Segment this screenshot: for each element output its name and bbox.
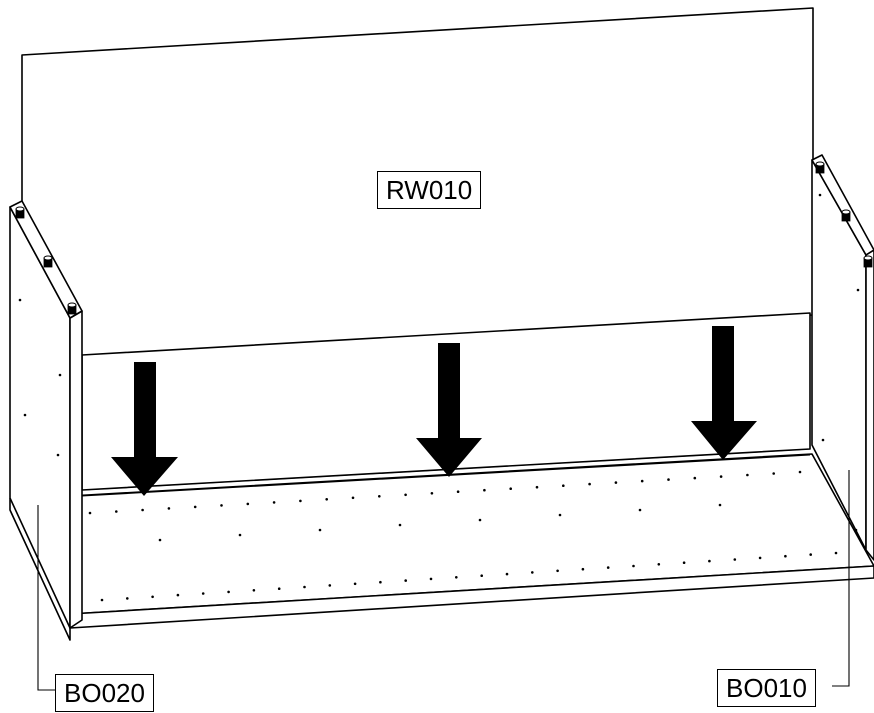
hole-dot xyxy=(23,413,27,417)
peg-icon xyxy=(67,302,77,315)
hole-dot xyxy=(480,574,484,577)
hole-dot xyxy=(238,533,242,537)
hole-dot xyxy=(834,551,838,555)
hole-dot xyxy=(100,598,104,602)
leader-lines xyxy=(37,470,850,691)
arrow-left xyxy=(111,362,178,496)
bottom-panel xyxy=(69,448,874,629)
hole-dot xyxy=(277,587,281,590)
right-side-panel xyxy=(811,154,874,561)
hole-dot xyxy=(758,556,762,560)
hole-dot xyxy=(325,498,329,501)
hole-dot xyxy=(682,561,686,564)
hole-dot xyxy=(404,579,408,582)
hole-dot xyxy=(535,485,539,489)
hole-dot xyxy=(667,478,670,481)
hole-dot xyxy=(632,564,635,568)
hole-dot xyxy=(821,438,825,442)
peg-icon xyxy=(863,255,873,268)
hole-dot xyxy=(18,298,22,302)
hole-dot xyxy=(719,475,723,478)
hole-dot xyxy=(581,567,585,571)
hole-dot xyxy=(115,510,118,513)
hole-dot xyxy=(353,582,357,586)
hole-dot xyxy=(558,513,562,517)
hole-dot xyxy=(56,453,60,457)
peg-icon xyxy=(43,255,53,268)
hole-dot xyxy=(201,592,205,595)
hole-dot xyxy=(299,499,302,503)
hole-dot xyxy=(784,554,787,558)
hole-dot xyxy=(398,523,402,527)
hole-dot xyxy=(456,490,460,494)
label-rw010: RW010 xyxy=(377,171,482,209)
label-bo010: BO010 xyxy=(717,669,816,707)
hole-dot xyxy=(404,493,407,497)
hole-dot xyxy=(718,503,722,507)
arrow-center xyxy=(416,343,482,477)
hole-dot xyxy=(379,580,382,584)
peg-icon xyxy=(841,209,851,222)
hole-dot xyxy=(531,571,534,574)
hole-dot xyxy=(429,577,433,581)
hole-dot xyxy=(176,593,180,597)
hole-dot xyxy=(58,373,62,377)
hole-dot xyxy=(856,288,860,292)
hole-dot xyxy=(798,470,802,474)
hole-dot xyxy=(246,502,250,506)
hole-dot xyxy=(708,559,711,563)
arrow-right xyxy=(691,326,757,460)
hole-dot xyxy=(640,479,644,483)
left-side-panel xyxy=(9,200,83,641)
hole-dot xyxy=(88,511,92,515)
hole-dot xyxy=(809,553,812,556)
hole-dot xyxy=(733,558,737,561)
hole-dot xyxy=(252,589,256,592)
hole-dot xyxy=(272,501,276,504)
hole-dot xyxy=(328,584,332,587)
hole-dot xyxy=(556,569,559,573)
hole-dot xyxy=(746,473,749,477)
hole-dot xyxy=(220,504,223,507)
hole-dot xyxy=(588,482,591,486)
hole-dot xyxy=(167,507,171,510)
hole-dot xyxy=(378,495,381,498)
hole-dot xyxy=(455,576,458,579)
hole-dot xyxy=(227,590,230,594)
hole-dot xyxy=(158,538,162,542)
hole-dot xyxy=(638,508,642,512)
hole-dot xyxy=(854,528,858,532)
hole-dot xyxy=(141,508,144,512)
label-bo020: BO020 xyxy=(55,674,154,712)
hole-dot xyxy=(693,476,697,480)
hole-dot xyxy=(151,595,154,599)
hole-dot xyxy=(318,528,322,532)
hole-dot xyxy=(657,563,661,566)
hole-dot xyxy=(193,505,197,509)
peg-icon xyxy=(815,161,825,174)
peg-icon xyxy=(15,206,25,219)
hole-dot xyxy=(509,487,512,491)
hole-dot xyxy=(614,481,618,484)
hole-dot xyxy=(505,572,509,576)
hole-dot xyxy=(430,492,434,495)
hole-dot xyxy=(483,488,486,492)
hole-dot xyxy=(772,472,775,475)
hole-dot xyxy=(562,484,565,488)
hole-dot xyxy=(478,518,482,522)
hole-dot xyxy=(126,597,129,600)
peg-fittings xyxy=(15,161,873,315)
hole-dot xyxy=(606,566,610,569)
hole-dot xyxy=(303,585,306,589)
hole-dot xyxy=(818,193,822,197)
hole-pattern xyxy=(18,193,860,602)
hole-dot xyxy=(351,496,355,500)
